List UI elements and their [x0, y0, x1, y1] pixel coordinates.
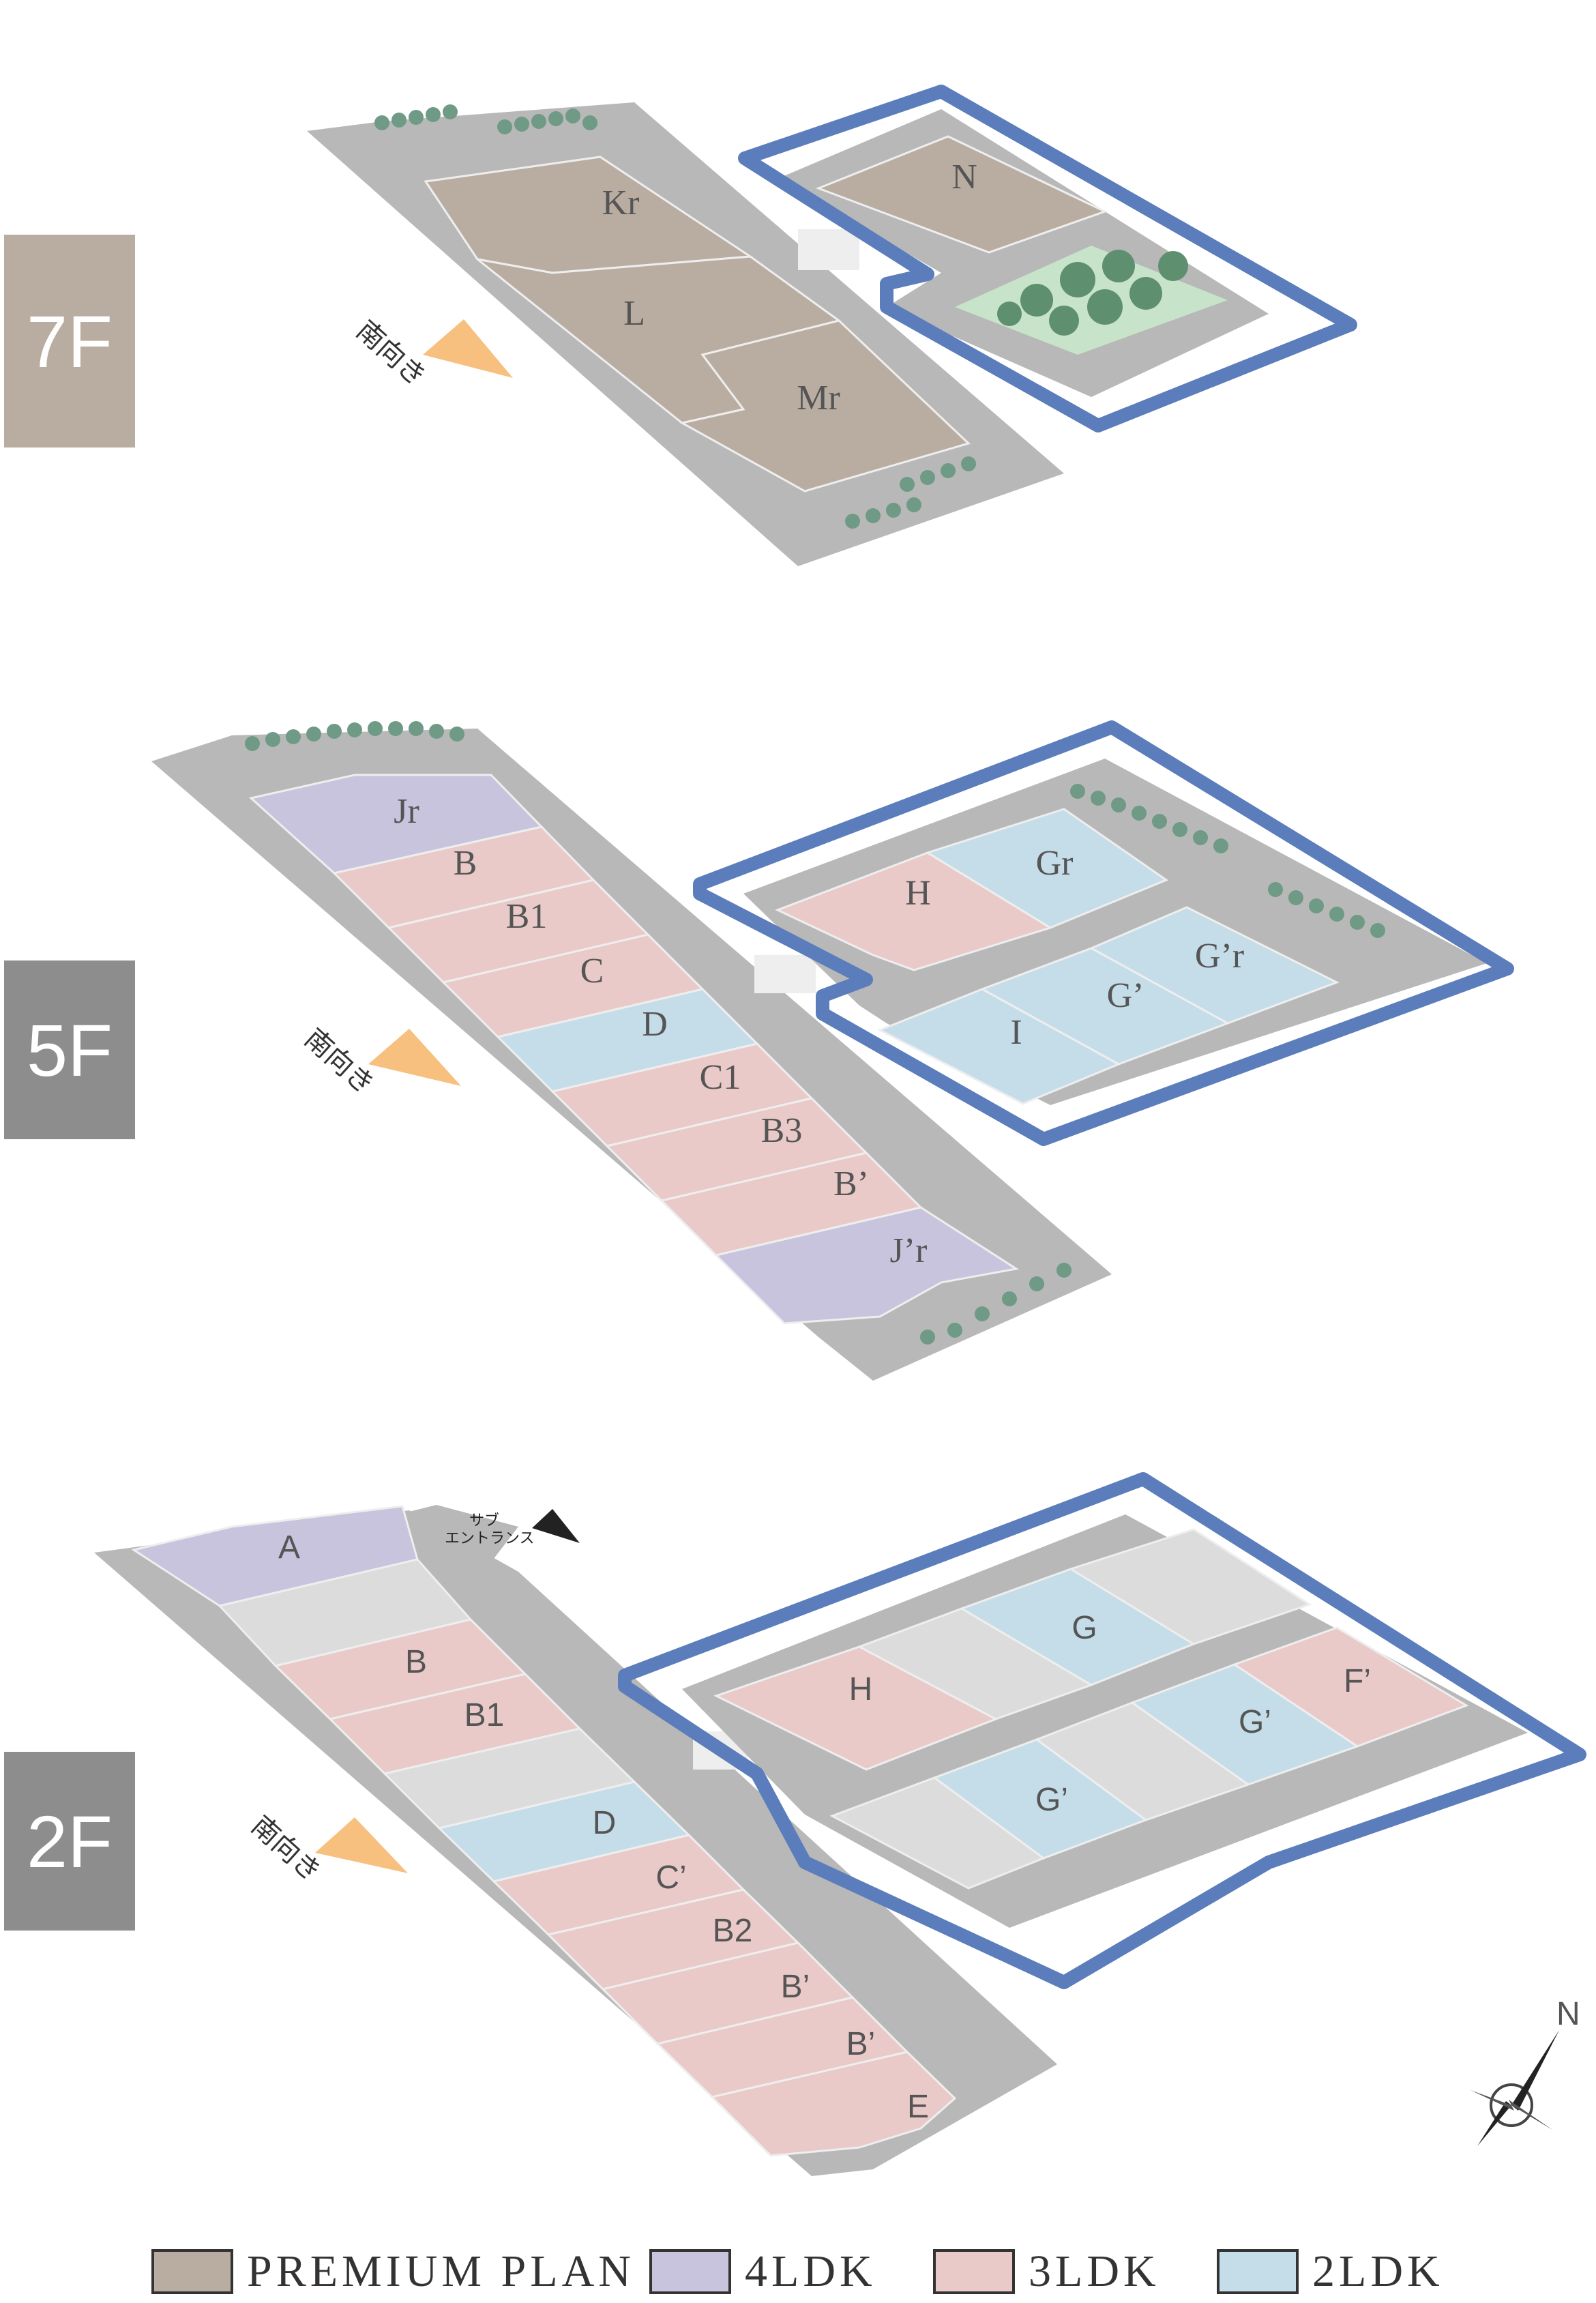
legend-label-premium: PREMIUM PLAN — [247, 2246, 635, 2296]
legend: PREMIUM PLAN 4LDK 3LDK 2LDK — [0, 2244, 1596, 2299]
unit-label-5f-gr-prime: G’r — [1195, 937, 1244, 976]
legend-swatch-4ldk — [649, 2249, 731, 2294]
legend-item-2ldk: 2LDK — [1217, 2244, 1444, 2299]
unit-2f-e[interactable] — [710, 2051, 957, 2157]
sub-entrance-label-line2: エントランス — [445, 1530, 535, 1547]
unit-label-7f-n: N — [951, 158, 977, 196]
stairs-7f — [798, 229, 859, 270]
unit-2f-empty-e2 — [1068, 1528, 1312, 1645]
sub-entrance-label-line1: サブ — [469, 1512, 499, 1529]
legend-item-premium: PREMIUM PLAN — [151, 2244, 635, 2299]
unit-label-2f-c-prime: C’ — [655, 1860, 686, 1896]
unit-label-5f-d: D — [642, 1005, 668, 1044]
south-arrow-icon — [368, 1029, 461, 1086]
legend-swatch-3ldk — [933, 2249, 1015, 2294]
unit-label-5f-jr: Jr — [394, 792, 419, 831]
floor-2f-plan: サブ エントランス A B B1 D C’ B2 B’ B’ E H G F’ … — [94, 1472, 1586, 2176]
unit-label-2f-e: E — [907, 2089, 929, 2125]
sub-entrance-area — [409, 1505, 518, 1564]
unit-label-5f-b3: B3 — [761, 1111, 803, 1150]
outline-7f-east — [738, 85, 1357, 432]
floor-badge-2f: 2F — [4, 1752, 135, 1931]
unit-label-5f-jr-prime: J’r — [890, 1231, 928, 1270]
unit-5f-gr[interactable] — [925, 808, 1169, 929]
sub-entrance-arrow-icon — [532, 1509, 580, 1543]
unit-label-2f-b: B — [405, 1644, 427, 1680]
unit-label-5f-b-prime: B’ — [833, 1164, 869, 1203]
south-label-2f: 南向き — [245, 1810, 327, 1888]
south-label-5f: 南向き — [298, 1023, 380, 1100]
unit-5f-jr-prime[interactable] — [714, 1206, 1020, 1325]
unit-5f-jr[interactable] — [248, 774, 544, 875]
legend-item-4ldk: 4LDK — [649, 2244, 876, 2299]
unit-label-2f-g-prime-1: G’ — [1239, 1704, 1271, 1740]
unit-label-5f-b1: B1 — [506, 897, 548, 936]
unit-label-5f-i: I — [1010, 1013, 1022, 1052]
unit-label-2f-g-prime-2: G’ — [1035, 1782, 1068, 1818]
tree-icon — [997, 250, 1188, 336]
compass-icon: N — [1471, 1996, 1580, 2146]
unit-label-2f-b1: B1 — [464, 1697, 505, 1733]
outline-2f-east — [618, 1472, 1586, 1989]
unit-5f-i[interactable] — [877, 988, 1121, 1105]
unit-5f-h[interactable] — [775, 851, 1053, 971]
floor-badge-5f: 5F — [4, 960, 135, 1139]
unit-label-2f-b-prime-1: B’ — [781, 1969, 810, 2005]
unit-7f-mr[interactable] — [679, 319, 971, 493]
south-label-7f: 南向き — [350, 314, 432, 392]
floor-5f-plan: Jr B B1 C D C1 B3 B’ J’r H Gr G’r G’ I 南… — [151, 720, 1514, 1381]
unit-label-5f-h: H — [905, 874, 931, 913]
unit-label-5f-g-prime: G’ — [1107, 976, 1144, 1015]
unit-7f-n[interactable] — [815, 135, 1108, 254]
stairs-5f — [754, 955, 816, 993]
south-arrow-icon — [315, 1817, 408, 1873]
planter-icon — [1070, 784, 1385, 938]
legend-label-4ldk: 4LDK — [745, 2246, 876, 2296]
unit-2f-empty-e4 — [829, 1776, 1046, 1890]
planter-icon — [245, 721, 1072, 1345]
unit-label-5f-c1: C1 — [700, 1058, 741, 1097]
south-arrow-icon — [423, 319, 513, 378]
legend-label-2ldk: 2LDK — [1312, 2246, 1444, 2296]
unit-label-2f-f-prime: F’ — [1344, 1663, 1371, 1699]
unit-label-7f-kr: Kr — [602, 184, 640, 222]
unit-label-5f-b: B — [454, 844, 477, 883]
unit-label-2f-h: H — [849, 1671, 873, 1707]
unit-label-7f-l: L — [623, 294, 645, 333]
unit-label-2f-d: D — [593, 1805, 617, 1841]
unit-2f-a[interactable] — [131, 1505, 419, 1607]
legend-label-3ldk: 3LDK — [1029, 2246, 1160, 2296]
legend-swatch-2ldk — [1217, 2249, 1299, 2294]
unit-label-7f-mr: Mr — [797, 379, 840, 417]
unit-label-2f-g: G — [1072, 1610, 1097, 1646]
planter-icon — [374, 104, 976, 529]
unit-label-5f-c: C — [580, 952, 604, 991]
unit-label-2f-b-prime-2: B’ — [846, 2026, 876, 2062]
floor-badge-7f: 7F — [4, 235, 135, 448]
unit-label-2f-b2: B2 — [713, 1913, 753, 1949]
compass-north-label: N — [1556, 1996, 1580, 2032]
legend-swatch-premium — [151, 2249, 233, 2294]
unit-label-5f-gr: Gr — [1036, 844, 1074, 883]
floor-7f-plan: Kr L Mr N 南向き — [307, 85, 1357, 566]
legend-item-3ldk: 3LDK — [933, 2244, 1160, 2299]
unit-label-2f-a: A — [278, 1529, 300, 1566]
outline-5f-east — [693, 720, 1514, 1146]
